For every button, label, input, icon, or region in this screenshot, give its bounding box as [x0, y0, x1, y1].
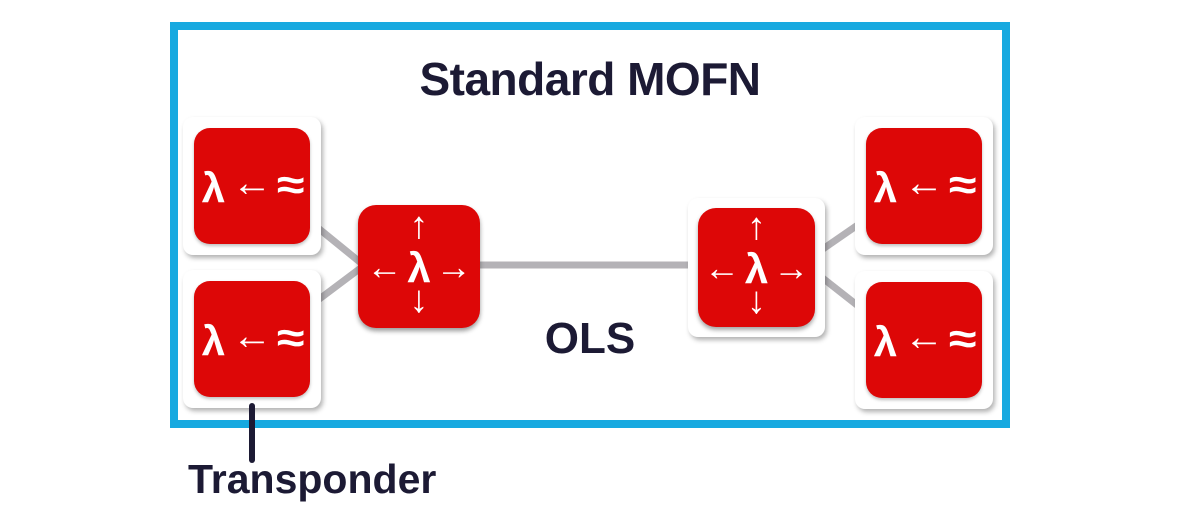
transponder-left-top: λ ← ≈: [183, 117, 321, 255]
switch-icon: ↑ ← λ → ↓: [698, 208, 815, 327]
wave-icon: ≈: [948, 161, 977, 208]
transponder-label: Transponder: [188, 456, 437, 502]
right-arrow-icon: →: [435, 245, 472, 287]
optical-switch-left: ↑ ← λ → ↓: [358, 205, 480, 328]
transponder-left-bottom: λ ← ≈: [183, 270, 321, 408]
up-arrow-icon: ↑: [409, 205, 429, 248]
diagram-title: Standard MOFN: [419, 53, 761, 105]
transponder-icon: λ ← ≈: [866, 282, 982, 398]
lambda-glyph: λ: [744, 244, 769, 292]
right-arrow-icon: →: [773, 246, 810, 288]
left-arrow-icon: ←: [703, 246, 740, 288]
transponder-icon: λ ← ≈: [194, 128, 310, 244]
lambda-glyph: λ: [201, 317, 226, 364]
lambda-glyph: λ: [201, 164, 226, 211]
lambda-glyph: λ: [407, 243, 431, 291]
wave-icon: ≈: [276, 314, 305, 361]
switch-icon-row: ← λ →: [704, 247, 809, 289]
ols-label: OLS: [544, 314, 636, 363]
lambda-glyph: λ: [873, 318, 898, 365]
transponder-icon: λ ← ≈: [866, 128, 982, 244]
up-arrow-icon: ↑: [747, 206, 766, 249]
left-arrow-icon: ←: [904, 315, 945, 359]
lambda-glyph: λ: [873, 164, 898, 211]
left-arrow-icon: ←: [366, 245, 403, 287]
switch-icon-row: ← λ →: [366, 246, 471, 288]
wave-icon: ≈: [948, 315, 977, 362]
wave-icon: ≈: [276, 161, 305, 208]
transponder-pointer-line: [249, 403, 255, 463]
down-arrow-icon: ↓: [409, 278, 429, 321]
mofn-frame: [170, 22, 1010, 428]
left-arrow-icon: ←: [232, 314, 273, 358]
optical-switch-right: ↑ ← λ → ↓: [688, 198, 825, 337]
left-arrow-icon: ←: [232, 161, 273, 205]
down-arrow-icon: ↓: [747, 279, 766, 322]
left-arrow-icon: ←: [904, 161, 945, 205]
transponder-icon: λ ← ≈: [194, 281, 310, 397]
transponder-right-bottom: λ ← ≈: [855, 271, 993, 409]
transponder-right-top: λ ← ≈: [855, 117, 993, 255]
